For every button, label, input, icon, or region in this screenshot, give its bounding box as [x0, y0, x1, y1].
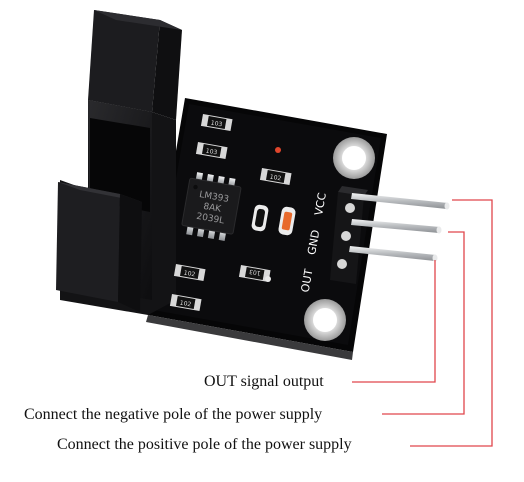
pin-label-out: OUT — [299, 268, 316, 294]
smd-resistors: 103 103 102 102 102 103 — [169, 114, 292, 312]
mounting-hole — [304, 299, 346, 341]
leader-line-gnd — [382, 231, 465, 415]
resistor-code: 102 — [183, 270, 196, 279]
slot-sensor — [56, 10, 182, 315]
header-pins — [349, 193, 450, 262]
pin-header-housing — [330, 186, 368, 284]
resistor-code: 103 — [210, 120, 223, 129]
resistor-code: 102 — [179, 300, 192, 309]
pin-labels: VCC GND OUT — [299, 191, 329, 293]
pcb-board — [146, 98, 387, 360]
callout-out-signal: OUT signal output — [204, 373, 324, 390]
resistor-code: 103 — [205, 148, 218, 157]
pin-label-vcc: VCC — [312, 191, 329, 216]
lm393-chip: LM393 8AK 2039L — [181, 172, 242, 241]
mounting-hole — [333, 137, 375, 179]
callout-positive-pole: Connect the positive pole of the power s… — [57, 436, 352, 453]
callout-negative-pole: Connect the negative pole of the power s… — [24, 406, 323, 423]
resistor-code: 102 — [269, 174, 282, 183]
pin-label-gnd: GND — [305, 229, 322, 256]
leader-line-out — [352, 260, 436, 383]
chip-marking-line: 8AK — [202, 202, 222, 215]
led-indicators — [251, 147, 296, 282]
leader-line-vcc — [410, 199, 493, 447]
leader-lines — [352, 199, 493, 447]
resistor-code: 103 — [249, 268, 262, 277]
chip-marking-line: 2039L — [196, 212, 225, 227]
